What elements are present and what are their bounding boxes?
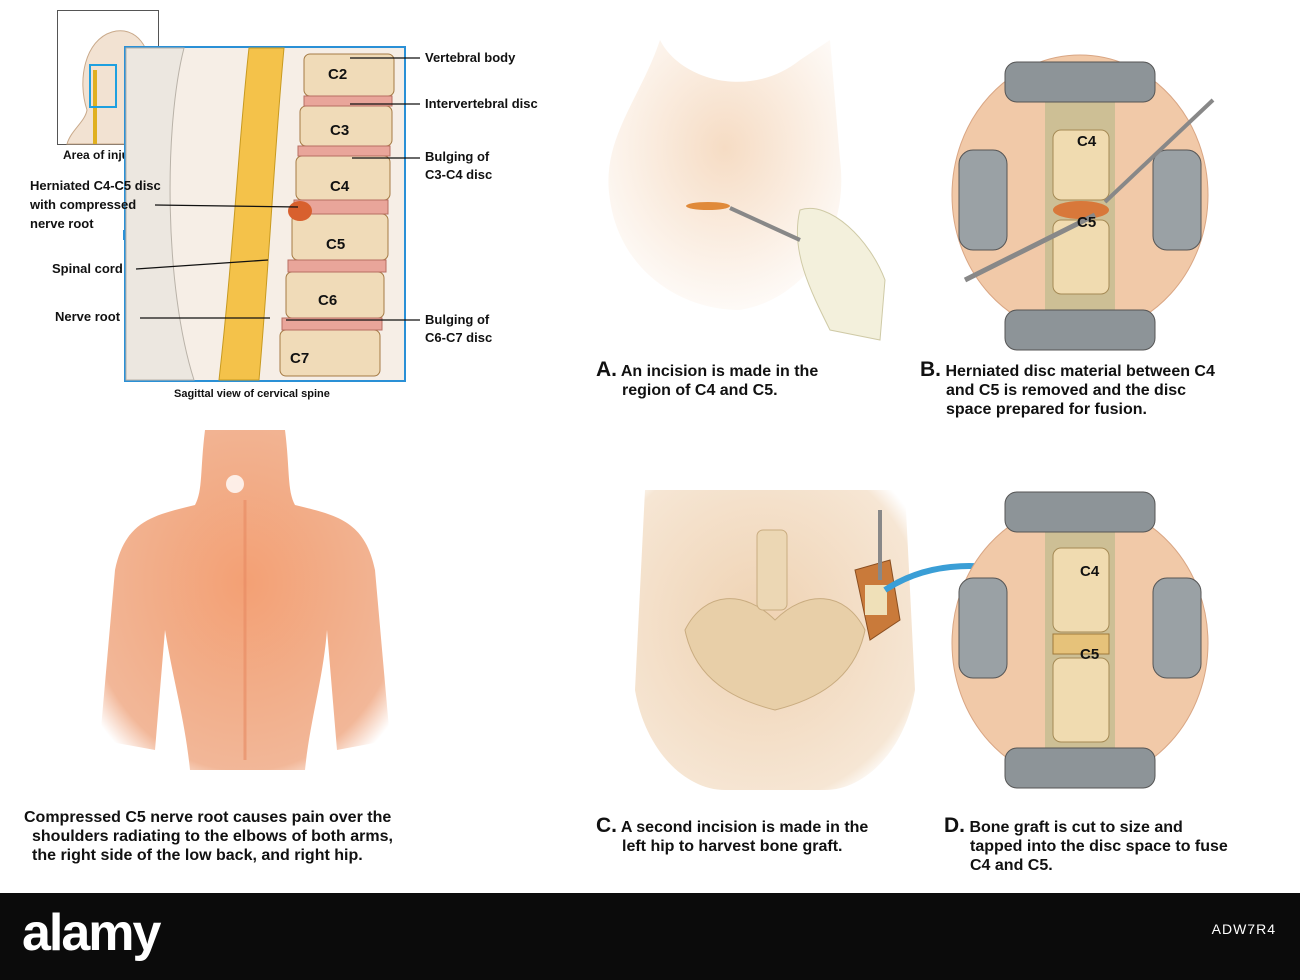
caption-a-letter: A.: [596, 358, 617, 381]
caption-d-letter: D.: [944, 814, 965, 837]
back-pain-illustration: [100, 430, 390, 770]
alamy-logo: alamy: [22, 904, 161, 962]
caption-b-letter: B.: [920, 358, 941, 381]
caption-b: B. Herniated disc material between C4 an…: [920, 358, 1215, 419]
watermark-footer: alamy ADW7R4: [0, 893, 1300, 980]
panel-b-label-bottom: C5: [1077, 214, 1097, 231]
image-code: ADW7R4: [1211, 921, 1276, 937]
hip-graft-illustration: [635, 490, 915, 790]
caption-a-line2: region of C4 and C5.: [622, 382, 778, 399]
vertebra-label-c3: C3: [330, 122, 350, 139]
label-bulging-c6c7-line2: C6-C7 disc: [425, 330, 493, 345]
caption-d-line1: Bone graft is cut to size and: [969, 819, 1183, 836]
back-caption-line1: Compressed C5 nerve root causes pain ove…: [24, 809, 392, 826]
caption-b-line3: space prepared for fusion.: [946, 401, 1147, 418]
label-bulging-c3c4-line2: C3-C4 disc: [425, 167, 493, 182]
label-vertebral-body: Vertebral body: [425, 50, 516, 65]
label-bulging-c3c4-line1: Bulging of: [425, 149, 490, 164]
caption-a: A. An incision is made in the region of …: [596, 358, 819, 400]
back-caption-line2: shoulders radiating to the elbows of bot…: [32, 828, 393, 845]
vertebra-label-c6: C6: [318, 292, 338, 309]
vertebra-label-c2: C2: [328, 66, 348, 83]
vertebra-label-c7: C7: [290, 350, 310, 367]
caption-c-letter: C.: [596, 814, 617, 837]
leader-lines: [123, 57, 420, 321]
vertebra-label-c5: C5: [326, 236, 346, 253]
panel-d-label-top: C4: [1080, 563, 1100, 580]
caption-c-line2: left hip to harvest bone graft.: [622, 838, 843, 855]
panel-d-label-bottom: C5: [1080, 646, 1100, 663]
disc-removal-illustration: [951, 54, 1215, 351]
label-spinal-cord: Spinal cord: [52, 261, 123, 276]
neck-incision-illustration: [608, 40, 886, 341]
bone-graft-fusion-illustration: [951, 491, 1209, 789]
spine-view-caption: Sagittal view of cervical spine: [174, 388, 330, 400]
caption-d: D. Bone graft is cut to size and tapped …: [944, 814, 1228, 875]
caption-d-line2: tapped into the disc space to fuse: [970, 838, 1228, 855]
panel-b-label-top: C4: [1077, 133, 1097, 150]
caption-c-line1: A second incision is made in the: [620, 819, 869, 836]
back-caption-line3: the right side of the low back, and righ…: [32, 847, 363, 864]
vertebra-label-c4: C4: [330, 178, 350, 195]
spine-sagittal-illustration: [124, 46, 406, 382]
caption-c: C. A second incision is made in the left…: [596, 814, 869, 856]
label-herniated-line2: with compressed: [30, 197, 137, 212]
label-herniated-line3: nerve root: [30, 216, 94, 231]
caption-b-line1: Herniated disc material between C4: [945, 363, 1215, 380]
label-bulging-c6c7-line1: Bulging of: [425, 312, 490, 327]
back-caption: Compressed C5 nerve root causes pain ove…: [24, 808, 393, 865]
inset-label: Area of injury: [63, 148, 141, 162]
label-nerve-root: Nerve root: [55, 309, 121, 324]
label-herniated-line1: Herniated C4-C5 disc: [30, 178, 161, 193]
caption-a-line1: An incision is made in the: [620, 363, 819, 380]
caption-b-line2: and C5 is removed and the disc: [946, 382, 1187, 399]
label-intervertebral-disc: Intervertebral disc: [425, 96, 538, 111]
caption-d-line3: C4 and C5.: [970, 857, 1053, 874]
